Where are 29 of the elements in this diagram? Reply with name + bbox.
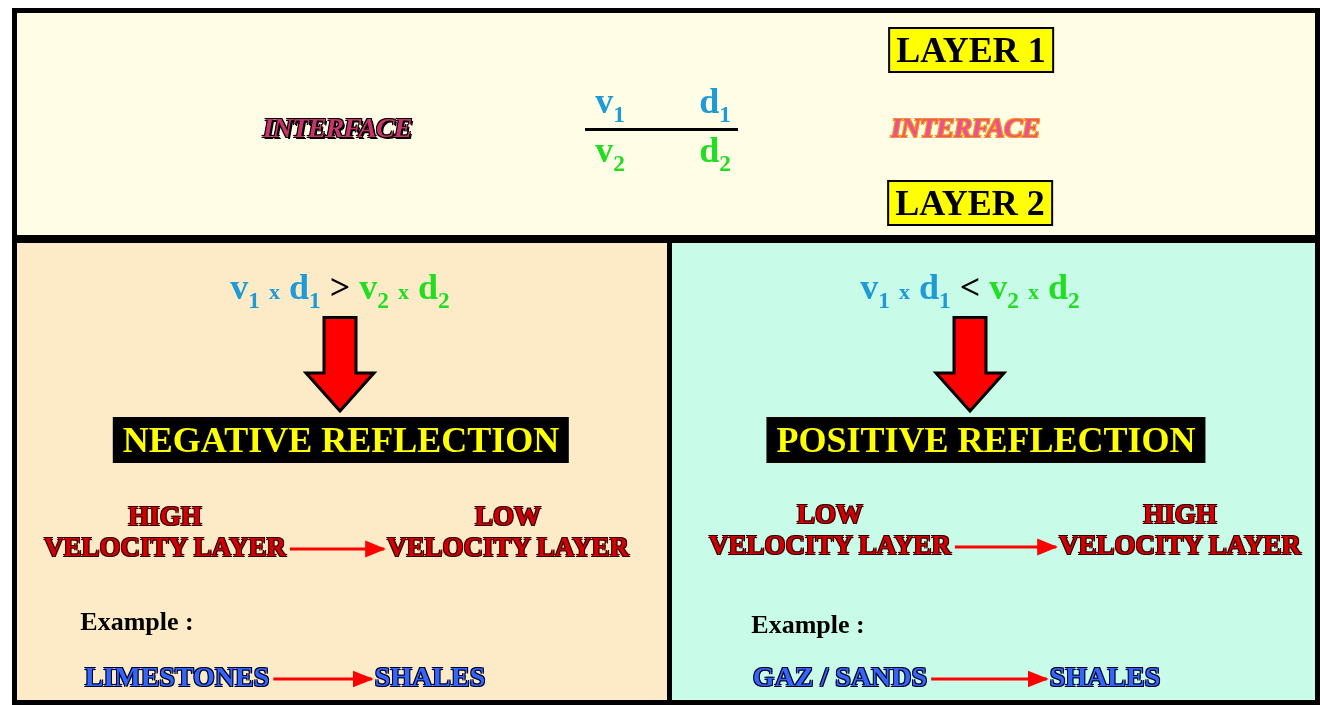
arrow	[931, 670, 1049, 688]
rock-type-label: LIMESTONES	[84, 661, 270, 693]
velocity-layer-label: HIGH VELOCITY LAYER	[1059, 499, 1301, 561]
velocity-layer-label: HIGH VELOCITY LAYER	[44, 501, 286, 563]
layer-label: LAYER 2	[887, 180, 1053, 226]
layer-label: LAYER 1	[888, 27, 1054, 73]
example-label: Example :	[751, 610, 865, 640]
formula-text: v$_{1}$ x d$_{1}$ > v$_{2}$ x d$_{2}$	[230, 266, 450, 314]
velocity-layer-label: LOW VELOCITY LAYER	[709, 499, 951, 561]
arrow	[273, 670, 374, 688]
example-label: Example :	[80, 607, 194, 637]
interface-label: INTERFACE	[890, 112, 1040, 144]
rock-type-label: GAZ / SANDS	[752, 661, 928, 693]
block-arrow	[302, 316, 378, 414]
velocity-layer-label: LOW VELOCITY LAYER	[387, 501, 629, 563]
velocity-symbol: v$_{1}$	[595, 80, 625, 128]
rock-type-label: SHALES	[374, 661, 486, 693]
formula-text: v$_{1}$ x d$_{1}$ < v$_{2}$ x d$_{2}$	[860, 266, 1080, 314]
interface-label: INTERFACE	[262, 112, 412, 144]
density-symbol: d$_{2}$	[699, 129, 731, 177]
density-symbol: d$_{1}$	[699, 80, 731, 128]
velocity-symbol: v$_{2}$	[595, 129, 625, 177]
rock-type-label: SHALES	[1049, 661, 1161, 693]
panel	[12, 8, 1320, 240]
arrow	[954, 538, 1059, 556]
reflection-banner: POSITIVE REFLECTION	[766, 417, 1206, 463]
arrow	[289, 540, 387, 558]
block-arrow	[932, 316, 1008, 414]
reflection-banner: NEGATIVE REFLECTION	[112, 417, 570, 463]
